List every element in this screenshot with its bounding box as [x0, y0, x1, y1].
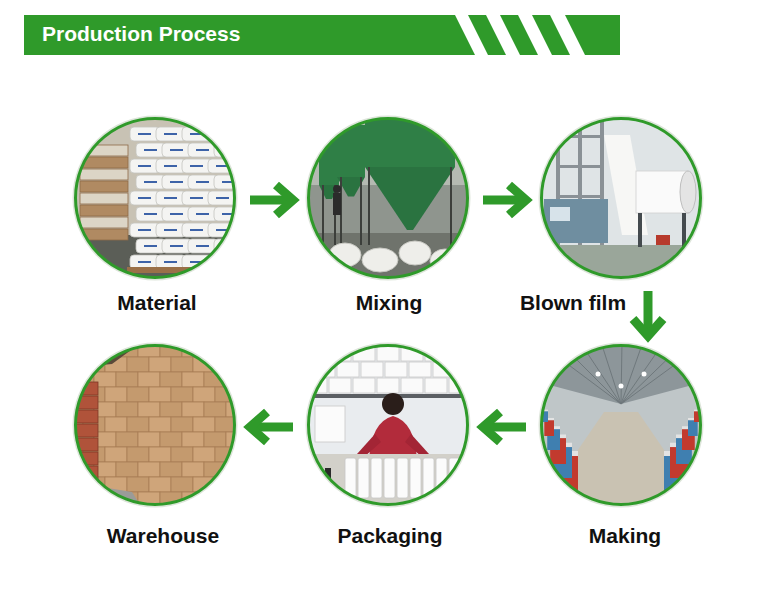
step-label: Material [37, 291, 277, 315]
arrow-head [633, 319, 663, 336]
process-step: Packaging [305, 342, 471, 508]
banner-stripe [468, 15, 506, 55]
photo-circle [538, 115, 704, 281]
arrow-shaft [255, 423, 293, 432]
arrow-shaft [250, 196, 288, 205]
process-step: Mixing [305, 115, 471, 281]
photo-illustration [538, 115, 704, 281]
photo-illustration [305, 115, 471, 281]
title-text: Production Process [42, 22, 240, 46]
arrow-head [250, 412, 267, 442]
flow-arrow [250, 185, 293, 215]
photo-illustration [72, 115, 238, 281]
flow-arrow [250, 412, 293, 442]
process-step: Blown film [538, 115, 704, 281]
circle-border [309, 346, 468, 505]
banner-stripe [532, 15, 570, 55]
flow-arrow [483, 412, 526, 442]
circle-border [542, 119, 701, 278]
flow-arrow [483, 185, 526, 215]
step-label: Mixing [269, 291, 509, 315]
photo-circle [305, 342, 471, 508]
arrow-head [509, 185, 526, 215]
arrow-shaft [483, 196, 521, 205]
step-label: Packaging [270, 524, 510, 548]
process-step: Warehouse [72, 342, 238, 508]
circle-border [309, 119, 468, 278]
process-step: Material [72, 115, 238, 281]
step-label: Warehouse [43, 524, 283, 548]
photo-illustration [72, 342, 238, 508]
arrow-shaft [488, 423, 526, 432]
circle-border [542, 346, 701, 505]
banner-end [565, 15, 620, 55]
photo-illustration [305, 342, 471, 508]
photo-circle [72, 115, 238, 281]
photo-circle [72, 342, 238, 508]
photo-circle [538, 342, 704, 508]
photo-illustration [538, 342, 704, 508]
circle-border [76, 119, 235, 278]
step-label: Making [505, 524, 745, 548]
step-label: Blown film [453, 291, 693, 315]
process-step: Making [538, 342, 704, 508]
circle-border [76, 346, 235, 505]
flow-arrow [633, 291, 663, 336]
arrow-head [483, 412, 500, 442]
banner-bar [24, 15, 475, 55]
arrow-shaft [644, 291, 653, 331]
arrow-head [276, 185, 293, 215]
photo-circle [305, 115, 471, 281]
banner-stripe [500, 15, 538, 55]
